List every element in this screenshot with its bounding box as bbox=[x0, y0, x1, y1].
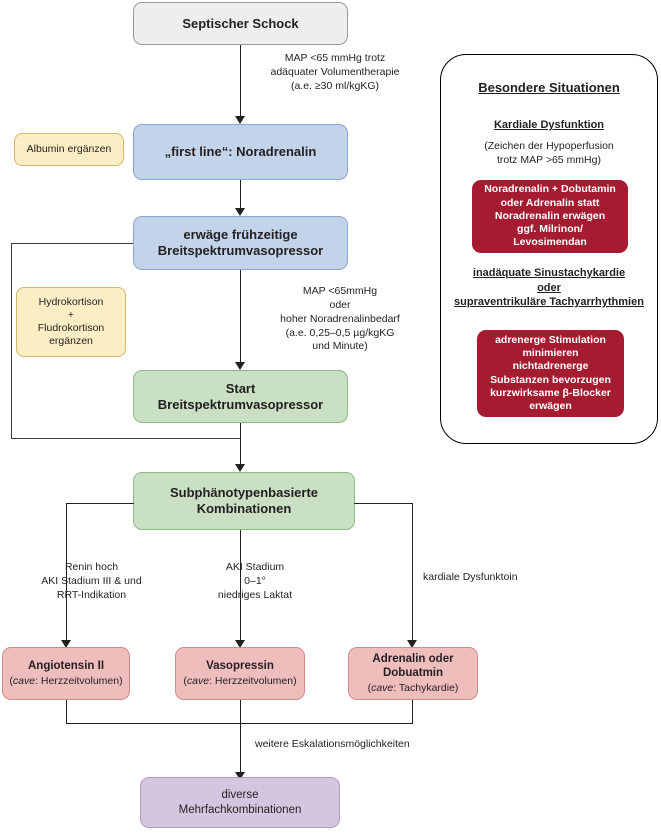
panel-section1-heading: Kardiale Dysfunktion bbox=[493, 119, 605, 131]
node-start-breitspektrumvasopressor[interactable]: Start Breitspektrumvasopressor bbox=[133, 370, 348, 423]
branch-left-vertical bbox=[66, 503, 67, 647]
node-vasopressin-title: Vasopressin bbox=[206, 660, 274, 673]
connector-erwaege-to-start bbox=[240, 270, 241, 367]
feedback-left-segment bbox=[11, 243, 12, 439]
connector-schock-to-firstline bbox=[240, 45, 241, 119]
node-vasopressin[interactable]: Vasopressin (cave: Herzzeitvolumen) bbox=[175, 647, 305, 700]
node-vasopressin-cave-text: : Herzzeitvolumen) bbox=[209, 674, 297, 687]
node-angiotensin-title: Angiotensin II bbox=[27, 660, 105, 673]
panel-section2-recommendation-box[interactable]: adrenerge Stimulation minimieren nichtad… bbox=[477, 330, 624, 417]
panel-besondere-situationen: Besondere Situationen Kardiale Dysfunkti… bbox=[440, 54, 658, 444]
connector-start-to-subphaenotypen bbox=[240, 423, 241, 470]
node-septischer-schock[interactable]: Septischer Schock bbox=[133, 2, 348, 45]
node-angiotensin-cave-text: : Herzzeitvolumen) bbox=[35, 674, 123, 687]
branch-left-horizontal bbox=[66, 503, 134, 504]
edge-label-map-65-oder: MAP <65mmHg oder hoher Noradrenalinbedar… bbox=[280, 285, 400, 353]
node-adrenalin-title: Adrenalin oder Dobuatmin bbox=[372, 653, 454, 680]
arrowhead-angiotensin bbox=[61, 640, 71, 648]
node-adrenalin-cave: (cave: Tachykardie) bbox=[367, 681, 459, 694]
connector-firstline-to-erwaege bbox=[240, 180, 241, 213]
node-vasopressin-cave: (cave: Herzzeitvolumen) bbox=[183, 674, 297, 687]
arrowhead-firstline bbox=[235, 116, 245, 124]
branch-right-horizontal bbox=[354, 503, 413, 504]
edge-label-branch-middle: AKI Stadium 0–1° niedriges Laktat bbox=[217, 561, 293, 601]
node-first-line-label: „first line“: Noradrenalin bbox=[164, 144, 317, 160]
node-angiotensin-cave: (cave: Herzzeitvolumen) bbox=[9, 674, 123, 687]
node-adrenalin-dobutamin[interactable]: Adrenalin oder Dobuatmin (cave: Tachykar… bbox=[348, 647, 478, 700]
feedback-bottom-segment bbox=[11, 438, 241, 439]
merge-horizontal bbox=[66, 723, 413, 724]
node-subphaenotypenbasierte-kombinationen[interactable]: Subphänotypenbasierte Kombinationen bbox=[133, 472, 355, 530]
arrowhead-subphaenotypen bbox=[235, 464, 245, 472]
node-angiotensin-ii[interactable]: Angiotensin II (cave: Herzzeitvolumen) bbox=[2, 647, 130, 700]
cave-italic-vasopressin: cave bbox=[186, 674, 210, 687]
node-subphaenotypen-label: Subphänotypenbasierte Kombinationen bbox=[169, 485, 319, 516]
panel-section1-recommendation-box[interactable]: Noradrenalin + Dobutamin oder Adrenalin … bbox=[472, 180, 628, 253]
node-diverse-mehrfachkombinationen[interactable]: diverse Mehrfachkombinationen bbox=[140, 777, 340, 828]
node-albumin-label: Albumin ergänzen bbox=[26, 143, 112, 156]
panel-section2-heading: inadäquate Sinustachykardie oder suprave… bbox=[454, 267, 644, 309]
node-hydrokortison-label: Hydrokortison + Fludrokortison ergänzen bbox=[37, 296, 105, 347]
arrowhead-adrenalin bbox=[407, 640, 417, 648]
panel-title: Besondere Situationen bbox=[478, 80, 620, 95]
node-first-line-noradrenalin[interactable]: „first line“: Noradrenalin bbox=[133, 124, 348, 180]
cave-italic-angiotensin: cave bbox=[12, 674, 36, 687]
panel-section1-note: (Zeichen der Hypoperfusion trotz MAP >65… bbox=[484, 140, 614, 166]
node-adrenalin-cave-text: : Tachykardie) bbox=[393, 681, 459, 694]
node-albumin-ergaenzen[interactable]: Albumin ergänzen bbox=[14, 133, 124, 166]
edge-label-weitere-eskalation: weitere Eskalationsmöglichkeiten bbox=[255, 738, 410, 750]
branch-right-vertical bbox=[412, 503, 413, 647]
edge-label-branch-left: Renin hoch AKI Stadium III & und RRT-Ind… bbox=[41, 561, 142, 601]
node-septischer-schock-label: Septischer Schock bbox=[182, 15, 299, 31]
node-erwaege-label: erwäge frühzeitige Breitspektrumvasopres… bbox=[157, 227, 324, 258]
merge-right-vertical bbox=[412, 700, 413, 724]
arrowhead-vasopressin bbox=[235, 640, 245, 648]
merge-middle-vertical bbox=[240, 700, 241, 779]
branch-middle-vertical bbox=[240, 530, 241, 647]
merge-left-vertical bbox=[66, 700, 67, 724]
node-erwaege-fruehzeitige-breitspektrumvasopressor[interactable]: erwäge frühzeitige Breitspektrumvasopres… bbox=[133, 216, 348, 270]
feedback-top-segment bbox=[11, 243, 133, 244]
arrowhead-erwaege bbox=[235, 208, 245, 216]
node-start-breit-label: Start Breitspektrumvasopressor bbox=[157, 380, 324, 412]
node-diverse-label: diverse Mehrfachkombinationen bbox=[178, 789, 302, 816]
edge-label-branch-right: kardiale Dysfunktoin bbox=[423, 571, 518, 583]
arrowhead-diverse bbox=[235, 772, 245, 780]
node-hydrokortison-fludrokortison[interactable]: Hydrokortison + Fludrokortison ergänzen bbox=[16, 287, 126, 357]
arrowhead-start bbox=[235, 362, 245, 370]
edge-label-map-65-trotz: MAP <65 mmHg trotz adäquater Volumenther… bbox=[270, 52, 400, 92]
cave-italic-adrenalin: cave bbox=[371, 681, 394, 694]
